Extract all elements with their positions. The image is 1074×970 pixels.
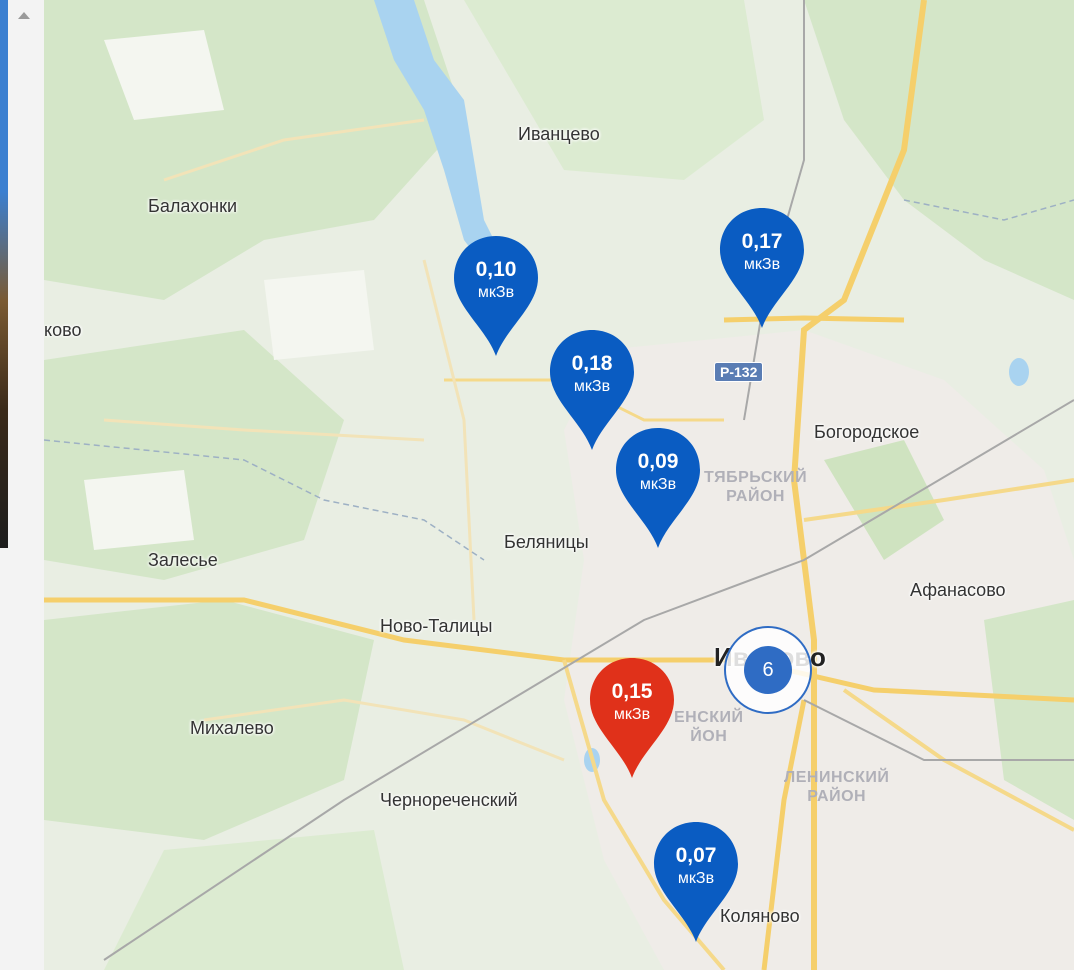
- district-label-leninsky: ЛЕНИНСКИЙ РАЙОН: [784, 769, 890, 805]
- place-label-bogorodskoe: Богородское: [814, 422, 920, 442]
- map-pin-icon: [654, 822, 738, 942]
- radiation-marker[interactable]: 0,17 мкЗв: [716, 204, 808, 332]
- marker-value: 0,07: [675, 844, 717, 867]
- marker-unit: мкЗв: [477, 284, 515, 301]
- marker-unit: мкЗв: [743, 256, 781, 273]
- place-label-mikhalevo: Михалево: [190, 718, 274, 738]
- map-pin-icon: [616, 428, 700, 548]
- place-label-belyanitsy: Беляницы: [504, 532, 589, 552]
- map-pin-icon: [550, 330, 634, 450]
- place-label-balakhonki: Балахонки: [148, 196, 238, 216]
- place-label-novo-talitsy: Ново-Талицы: [380, 616, 493, 636]
- left-gutter: [0, 0, 44, 970]
- marker-value: 0,15: [611, 680, 653, 703]
- map-base-layer: [44, 0, 1074, 970]
- radiation-marker[interactable]: 0,18 мкЗв: [546, 326, 638, 454]
- place-label-chernorechensky: Черноречeнский: [380, 790, 518, 810]
- side-photo: [0, 0, 8, 548]
- map-pin-icon: [720, 208, 804, 328]
- radiation-marker-alert[interactable]: 0,15 мкЗв: [586, 654, 678, 782]
- place-label-zalesye: Залесье: [148, 550, 218, 570]
- map-canvas[interactable]: Иванцево Балахонки ково Богородское Беля…: [44, 0, 1074, 970]
- marker-unit: мкЗв: [639, 476, 677, 493]
- marker-unit: мкЗв: [573, 378, 611, 395]
- place-label-kolyanovo: Коляново: [720, 906, 800, 926]
- marker-unit: мкЗв: [613, 706, 651, 723]
- district-label-oktyabrsky: ТЯБРЬСКИЙ РАЙОН: [704, 469, 808, 505]
- place-label-ivantsevo: Иванцево: [518, 124, 600, 144]
- cluster-count: 6: [744, 646, 792, 694]
- map-pin-icon: [454, 236, 538, 356]
- map-pin-icon: [590, 658, 674, 778]
- district-label-frunzensky: ЕНСКИЙ ЙОН: [674, 709, 744, 745]
- marker-value: 0,18: [571, 352, 613, 375]
- scroll-up-arrow-icon[interactable]: [18, 12, 30, 19]
- radiation-marker[interactable]: 0,10 мкЗв: [450, 232, 542, 360]
- marker-value: 0,17: [741, 230, 783, 253]
- radiation-marker[interactable]: 0,07 мкЗв: [650, 818, 742, 946]
- marker-value: 0,09: [637, 450, 679, 473]
- marker-unit: мкЗв: [677, 870, 715, 887]
- marker-cluster[interactable]: 6: [724, 626, 812, 714]
- radiation-marker[interactable]: 0,09 мкЗв: [612, 424, 704, 552]
- marker-value: 0,10: [475, 258, 517, 281]
- place-label-kovo: ково: [44, 320, 82, 340]
- place-label-afanasovo: Афанасово: [910, 580, 1006, 600]
- road-shield-r132: Р-132: [714, 362, 764, 382]
